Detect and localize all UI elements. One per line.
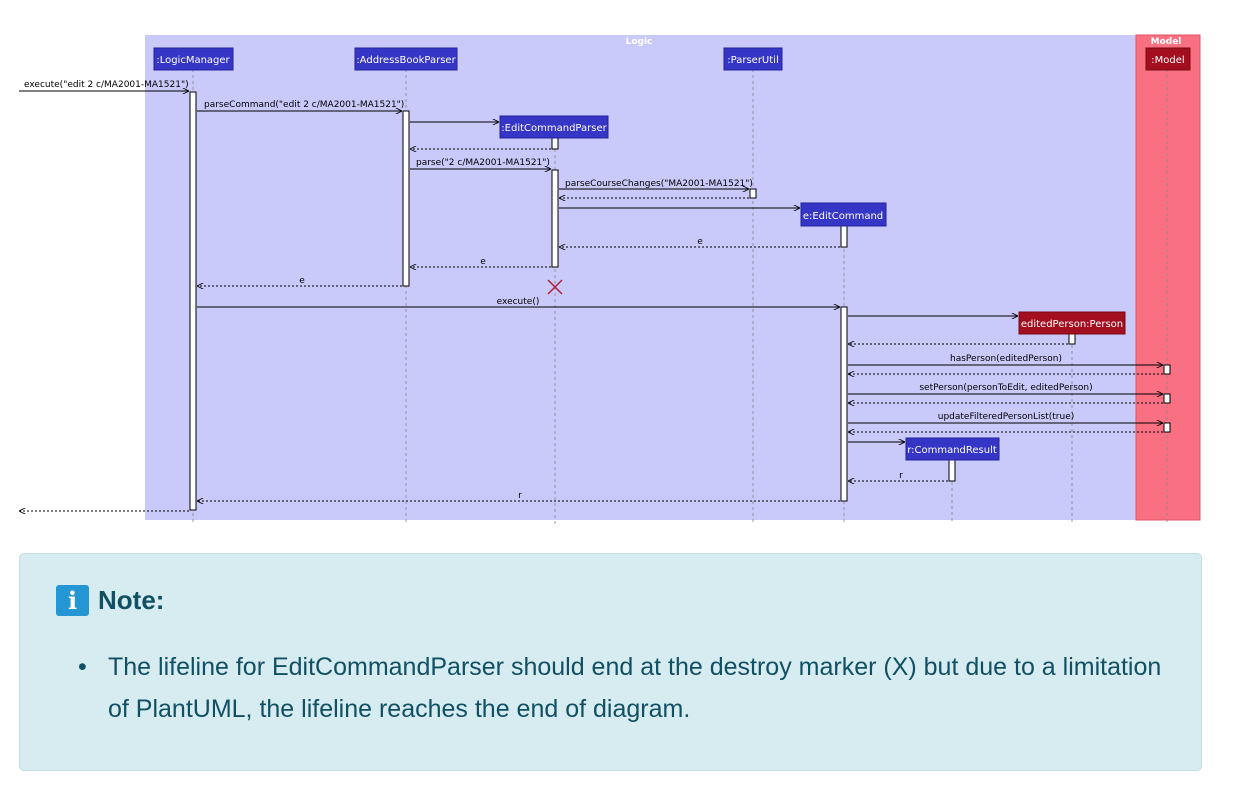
activation-address-book-parser — [402, 110, 410, 287]
participant-parser-util: :ParserUtil — [723, 47, 783, 71]
activation-edit-command-1 — [840, 224, 848, 248]
participant-logic-manager: :LogicManager — [153, 47, 234, 71]
participant-edit-command-label: e:EditCommand — [803, 211, 883, 222]
note-title: Note: — [98, 585, 165, 615]
label-update-filtered-person-list: updateFilteredPersonList(true) — [938, 412, 1075, 422]
participant-edited-person-label: editedPerson:Person — [1021, 319, 1123, 330]
label-return-r-2: r — [518, 491, 522, 501]
activation-model-2 — [1163, 393, 1171, 404]
logic-frame-title: Logic — [626, 37, 653, 47]
participant-edit-command-parser: :EditCommandParser — [499, 115, 609, 139]
participant-address-book-parser-label: :AddressBookParser — [356, 55, 456, 66]
participant-address-book-parser: :AddressBookParser — [354, 47, 458, 71]
activation-logic-manager — [189, 91, 197, 511]
participant-model: :Model — [1145, 47, 1191, 71]
activation-model-1 — [1163, 364, 1171, 375]
note-item-text: The lifeline for EditCommandParser shoul… — [108, 653, 1162, 723]
participant-edited-person: editedPerson:Person — [1018, 311, 1126, 335]
label-execute: execute() — [497, 297, 540, 307]
activation-edit-command-2 — [840, 306, 848, 502]
note-list: • The lifeline for EditCommandParser sho… — [78, 646, 1171, 730]
sequence-diagram: Logic Model :LogicManager :AddressBookPa… — [19, 34, 1201, 524]
activation-model-3 — [1163, 422, 1171, 433]
activation-command-result — [948, 457, 956, 482]
note-box: i Note: • The lifeline for EditCommandPa… — [19, 553, 1202, 771]
participant-parser-util-label: :ParserUtil — [727, 55, 778, 66]
participant-command-result: r:CommandResult — [905, 437, 1000, 461]
info-icon: i — [56, 585, 89, 616]
participant-command-result-label: r:CommandResult — [907, 445, 997, 456]
model-frame-title: Model — [1151, 37, 1182, 47]
activation-parser-util — [749, 188, 757, 199]
model-frame — [1135, 34, 1201, 521]
label-has-person: hasPerson(editedPerson) — [950, 354, 1062, 364]
label-execute-command: execute("edit 2 c/MA2001-MA1521") — [24, 80, 189, 90]
participant-edit-command-parser-label: :EditCommandParser — [501, 123, 607, 134]
activation-edit-command-parser-2 — [551, 169, 559, 268]
participant-edit-command: e:EditCommand — [800, 202, 887, 227]
participant-logic-manager-label: :LogicManager — [156, 55, 230, 66]
label-return-e-3: e — [299, 276, 305, 286]
bullet-icon: • — [78, 653, 87, 681]
label-return-e-1: e — [697, 237, 703, 247]
destroy-marker — [547, 279, 563, 295]
note-item: • The lifeline for EditCommandParser sho… — [78, 646, 1171, 730]
label-parse: parse("2 c/MA2001-MA1521") — [416, 158, 550, 168]
note-header: i Note: — [56, 585, 164, 616]
activation-edit-command-parser-1 — [551, 136, 559, 150]
label-set-person: setPerson(personToEdit, editedPerson) — [919, 383, 1092, 393]
label-return-e-2: e — [480, 257, 486, 267]
activation-edited-person — [1068, 332, 1076, 345]
participant-model-label: :Model — [1151, 55, 1184, 66]
label-return-r-1: r — [899, 471, 903, 481]
label-parse-command: parseCommand("edit 2 c/MA2001-MA1521") — [204, 100, 404, 110]
label-parse-course-changes: parseCourseChanges("MA2001-MA1521") — [565, 179, 753, 189]
